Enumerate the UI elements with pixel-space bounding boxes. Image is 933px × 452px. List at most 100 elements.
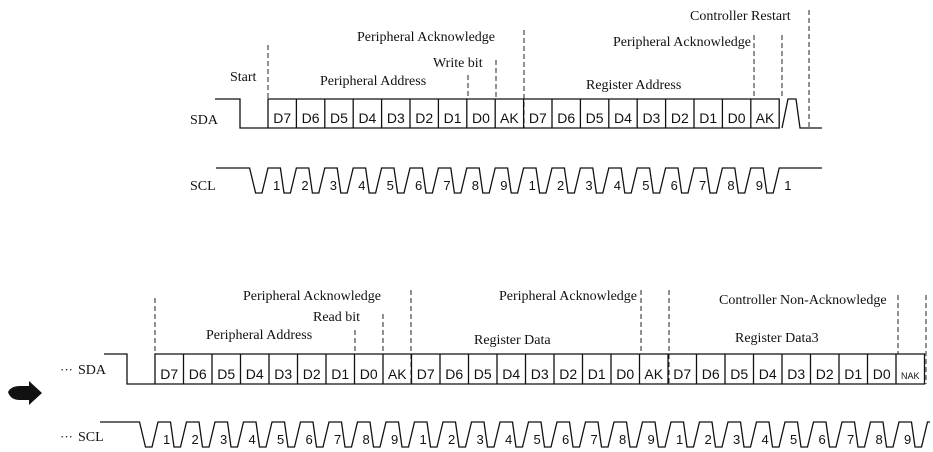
sda-bit-label: D1 (588, 366, 606, 382)
sda-bit-label: D6 (189, 366, 207, 382)
peripheral-ack-label-1: Peripheral Acknowledge (357, 30, 495, 45)
scl-pulse-label: 3 (477, 432, 484, 447)
scl-pulse-label: 6 (562, 432, 569, 447)
scl-pulse-label: 2 (448, 432, 455, 447)
scl-pulse-label: 6 (819, 432, 826, 447)
sda-bit-label: D4 (614, 110, 632, 126)
scl-pulse-label: 9 (648, 432, 655, 447)
sda-bit-label: D5 (586, 110, 604, 126)
scl-pulse-label: 9 (756, 178, 763, 193)
sda-bit-label: D0 (616, 366, 634, 382)
scl-pulse-label: 8 (876, 432, 883, 447)
sda-bit-label: D3 (642, 110, 660, 126)
row2-sda-ellipsis: ··· (60, 362, 73, 377)
scl-pulse-label: 7 (699, 178, 706, 193)
sda-bit-label: D3 (531, 366, 549, 382)
read-bit-label: Read bit (313, 310, 360, 325)
sda-bit-label: AK (500, 110, 519, 126)
sda-bit-label: D3 (274, 366, 292, 382)
sda-bit-label: D5 (330, 110, 348, 126)
row2-guides (154, 290, 927, 384)
sda-bit-label: AK (756, 110, 775, 126)
row2-annotations: Peripheral Acknowledge Read bit Peripher… (206, 289, 887, 348)
scl-pulse-label: 5 (534, 432, 541, 447)
sda-bit-label: D6 (445, 366, 463, 382)
sda-bit-label: D5 (730, 366, 748, 382)
scl-pulse-label: 4 (505, 432, 512, 447)
row2-peripheral-address-label: Peripheral Address (206, 328, 312, 343)
scl-pulse-label: 7 (847, 432, 854, 447)
scl-pulse-label: 8 (619, 432, 626, 447)
scl-pulse-label: 4 (614, 178, 621, 193)
scl-pulse-label: 3 (585, 178, 592, 193)
sda-bit-label: D6 (702, 366, 720, 382)
scl-pulse-label: 4 (358, 178, 365, 193)
controller-nak-label: Controller Non-Acknowledge (719, 293, 887, 308)
sda-bit-label: D6 (302, 110, 320, 126)
scl-pulse-label: 1 (163, 432, 170, 447)
sda-bit-label: D4 (502, 366, 520, 382)
sda-bit-label: D2 (303, 366, 321, 382)
sda-bit-label: D0 (728, 110, 746, 126)
sda-bit-label: AK (388, 366, 407, 382)
scl-pulse-label: 4 (762, 432, 769, 447)
scl-clock-line (216, 167, 822, 194)
scl-pulse-label: 6 (415, 178, 422, 193)
row2-peripheral-ack-label-2: Peripheral Acknowledge (499, 289, 637, 304)
sda-bit-label: D1 (699, 110, 717, 126)
scl-pulse-label: 4 (249, 432, 256, 447)
sda-bit-label: D0 (472, 110, 490, 126)
scl-pulse-label: 1 (273, 178, 280, 193)
scl-pulse-label: 5 (277, 432, 284, 447)
right-arrow-icon (8, 381, 42, 405)
sda-bit-label: D0 (873, 366, 891, 382)
sda-bit-label: D7 (273, 110, 291, 126)
scl-pulse-label: 1 (676, 432, 683, 447)
scl-pulse-label: 2 (557, 178, 564, 193)
sda-bit-label: D5 (217, 366, 235, 382)
scl-pulse-label: 7 (443, 178, 450, 193)
row2-scl-label: SCL (78, 430, 104, 445)
sda-bit-label: D2 (671, 110, 689, 126)
scl-pulse-label: 6 (671, 178, 678, 193)
sda-bit-label: D7 (417, 366, 435, 382)
sda-bit-label: D5 (474, 366, 492, 382)
scl-pulse-label: 7 (591, 432, 598, 447)
row1-sda-label: SDA (190, 113, 219, 128)
register-address-label: Register Address (586, 78, 681, 93)
scl-pulse-label: 1 (420, 432, 427, 447)
scl-pulse-label: 1 (784, 178, 791, 193)
sda-bit-label: AK (644, 366, 663, 382)
scl-pulse-label: 2 (192, 432, 199, 447)
scl-clock-line (100, 421, 930, 448)
sda-bit-label: D1 (444, 110, 462, 126)
scl-pulse-label: 9 (904, 432, 911, 447)
row1-scl-label: SCL (190, 179, 216, 194)
peripheral-address-label: Peripheral Address (320, 74, 426, 89)
scl-pulse-label: 7 (334, 432, 341, 447)
sda-bit-label: D2 (816, 366, 834, 382)
sda-bit-label: D7 (673, 366, 691, 382)
sda-bit-label: D6 (557, 110, 575, 126)
register-data3-label: Register Data3 (735, 331, 819, 346)
row1-annotations: Start Peripheral Address Write bit Perip… (230, 9, 791, 93)
scl-pulse-label: 3 (733, 432, 740, 447)
sda-bit-label: D3 (787, 366, 805, 382)
scl-pulse-label: 5 (790, 432, 797, 447)
write-bit-label: Write bit (433, 56, 483, 71)
sda-bit-label: D4 (759, 366, 777, 382)
sda-bit-label: D3 (387, 110, 405, 126)
scl-pulse-label: 8 (472, 178, 479, 193)
scl-pulse-label: 5 (387, 178, 394, 193)
sda-bit-label: D7 (160, 366, 178, 382)
scl-pulse-label: 8 (727, 178, 734, 193)
scl-pulse-label: 6 (306, 432, 313, 447)
row2-scl-ellipsis: ··· (60, 429, 73, 444)
scl-pulse-label: 2 (705, 432, 712, 447)
controller-restart-label: Controller Restart (690, 9, 791, 24)
row2-sda-label: SDA (78, 363, 107, 378)
scl-pulse-label: 2 (301, 178, 308, 193)
